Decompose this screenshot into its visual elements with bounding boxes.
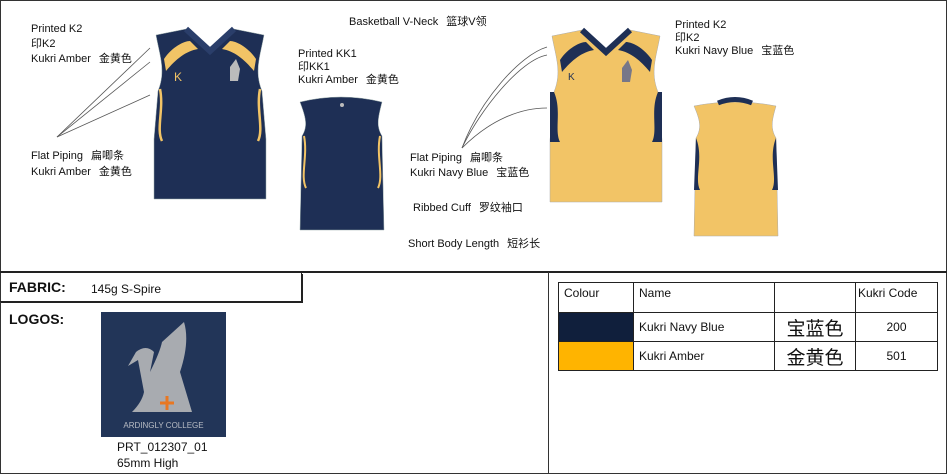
- pointer-lines: [56, 46, 548, 149]
- pelican-badge-icon: [230, 59, 240, 81]
- kukri-logo-icon: K: [568, 72, 575, 83]
- back-print-icon: [340, 103, 344, 107]
- navy-back-shirt: [299, 96, 385, 231]
- ardingly-college-logo: ARDINGLY COLLEGE: [101, 312, 226, 437]
- pelican-badge-icon: [622, 60, 632, 82]
- amber-back-shirt: [693, 97, 779, 237]
- kukri-code: 200: [855, 312, 938, 342]
- kukri-code: 501: [855, 341, 938, 371]
- pelican-icon: [128, 322, 192, 412]
- colour-swatch-navy: [558, 312, 634, 342]
- colour-name: Kukri Amber: [633, 341, 775, 371]
- header-colour: Colour: [558, 282, 634, 313]
- logo-size: 65mm High: [117, 456, 179, 470]
- logo-text: ARDINGLY COLLEGE: [123, 421, 204, 430]
- logo-code: PRT_012307_01: [117, 440, 208, 454]
- fabric-label: FABRIC:: [9, 279, 66, 295]
- navy-front-shirt: K: [153, 26, 267, 200]
- fabric-box: FABRIC: 145g S-Spire: [0, 273, 302, 302]
- kukri-logo-icon: K: [174, 70, 182, 84]
- amber-front-shirt: K: [549, 27, 663, 203]
- table-row: Kukri Amber 金黄色 501: [558, 341, 938, 371]
- header-kukri-code: Kukri Code: [855, 282, 938, 313]
- column-divider: [548, 272, 549, 474]
- colour-swatch-amber: [558, 341, 634, 371]
- table-header-row: Colour Name Kukri Code: [558, 282, 938, 313]
- logos-label: LOGOS:: [9, 311, 65, 327]
- header-name: Name: [633, 282, 775, 313]
- colour-name: Kukri Navy Blue: [633, 312, 775, 342]
- header-chinese: [774, 282, 856, 313]
- table-row: Kukri Navy Blue 宝蓝色 200: [558, 312, 938, 342]
- section-divider: [0, 271, 947, 273]
- colour-name-cn: 宝蓝色: [774, 312, 856, 342]
- colour-name-cn: 金黄色: [774, 341, 856, 371]
- fabric-value: 145g S-Spire: [91, 282, 162, 296]
- colour-table: Colour Name Kukri Code Kukri Navy Blue 宝…: [558, 282, 938, 371]
